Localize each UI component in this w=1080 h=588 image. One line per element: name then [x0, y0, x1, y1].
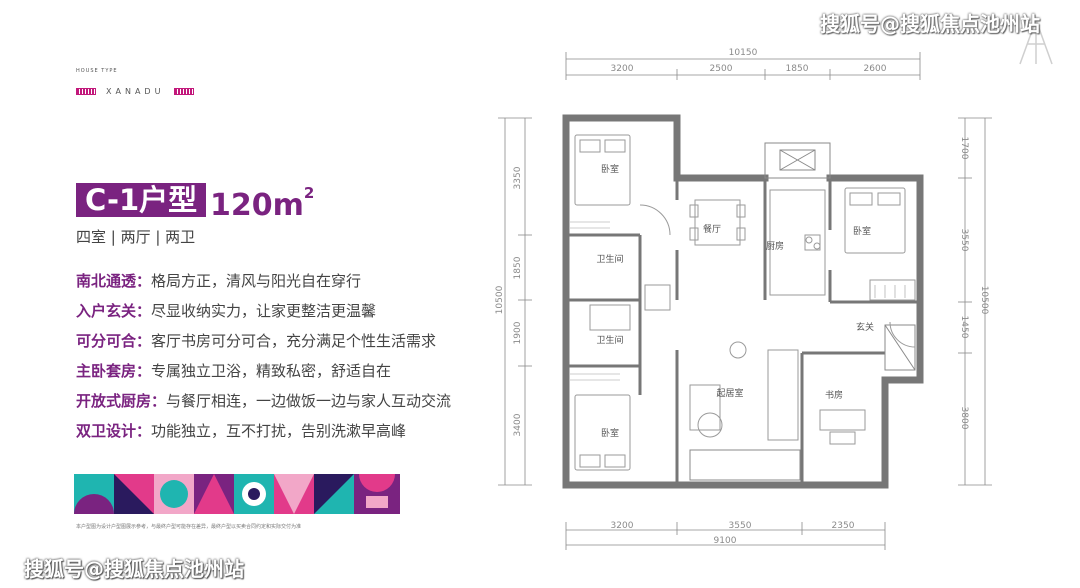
room-label-foyer: 玄关 [856, 321, 874, 333]
feature-value: 格局方正，清风与阳光自在穿行 [151, 272, 362, 290]
dim-top: 2500 [710, 64, 733, 74]
feature-key: 开放式厨房： [76, 392, 167, 410]
dim-right-total: 10500 [979, 286, 989, 315]
dim-top-total: 10150 [729, 48, 758, 58]
dim-left: 1900 [513, 321, 523, 344]
feature-key: 双卫设计： [76, 422, 152, 440]
feature-item: 双卫设计：功能独立，互不打扰，告别洗漱早高峰 [76, 416, 451, 446]
room-label-bedroom: 卧室 [601, 163, 619, 175]
area-value: 120m [210, 188, 304, 223]
feature-key: 主卧套房： [76, 362, 152, 380]
feature-list: 南北通透：格局方正，清风与阳光自在穿行 入户玄关：尽显收纳实力，让家更整洁更温馨… [76, 266, 451, 446]
dim-right: 3800 [959, 407, 969, 430]
dim-top: 3200 [611, 64, 634, 74]
room-label-living: 起居室 [716, 387, 743, 399]
room-label-study: 书房 [825, 389, 843, 401]
dim-right: 1450 [959, 316, 969, 339]
feature-key: 入户玄关： [76, 302, 152, 320]
feature-item: 开放式厨房：与餐厅相连，一边做饭一边与家人互动交流 [76, 386, 451, 416]
room-summary: 四室 | 两厅 | 两卫 [76, 228, 196, 246]
room-label-bedroom: 卧室 [853, 225, 871, 237]
feature-item: 入户玄关：尽显收纳实力，让家更整洁更温馨 [76, 296, 451, 326]
feature-value: 尽显收纳实力，让家更整洁更温馨 [151, 302, 377, 320]
feature-item: 主卧套房：专属独立卫浴，精致私密，舒适自在 [76, 356, 451, 386]
room-label-bathroom: 卫生间 [596, 253, 623, 265]
feature-value: 客厅书房可分可合，充分满足个性生活需求 [151, 332, 437, 350]
brand-name: XANADU [106, 86, 165, 96]
feature-value: 专属独立卫浴，精致私密，舒适自在 [151, 362, 392, 380]
feature-value: 功能独立，互不打扰，告别洗漱早高峰 [151, 422, 407, 440]
feature-value: 与餐厅相连，一边做饭一边与家人互动交流 [166, 392, 452, 410]
unit-area: 120m2 [210, 180, 314, 225]
feature-key: 可分可合： [76, 332, 152, 350]
dim-top: 1850 [786, 64, 809, 74]
watermark-bottom: 搜狐号@搜狐焦点池州站 [24, 557, 244, 581]
dim-right: 3550 [959, 229, 969, 252]
feature-item: 可分可合：客厅书房可分可合，充分满足个性生活需求 [76, 326, 451, 356]
feature-key: 南北通透： [76, 272, 152, 290]
watermark-top: 搜狐号@搜狐焦点池州站 [820, 12, 1040, 36]
dim-left: 1850 [513, 256, 523, 279]
area-superscript: 2 [303, 184, 315, 202]
dim-bottom: 3200 [611, 521, 634, 531]
disclaimer-text: 本户型图为设计户型图展示参考，与最终户型可能存在差异，最终户型以买卖合同约定和实… [76, 524, 302, 530]
room-label-kitchen: 厨房 [766, 240, 784, 252]
dim-left: 3400 [513, 413, 523, 436]
brand-bar-left [76, 87, 96, 95]
floor-plan: 10150 3200 2500 1850 2600 3200 3550 2350… [495, 48, 992, 550]
brand-bar-right [174, 87, 195, 95]
dim-left-total: 10500 [495, 285, 505, 314]
brand-logo-icon [1019, 17, 1053, 65]
dim-bottom: 3550 [729, 521, 752, 531]
unit-type-title: C-1户型 [76, 183, 207, 217]
room-label-bedroom: 卧室 [601, 427, 619, 439]
room-label-dining: 餐厅 [703, 223, 721, 235]
dim-bottom: 2350 [832, 521, 855, 531]
decorative-mosaic [74, 474, 400, 514]
dim-top: 2600 [864, 64, 887, 74]
feature-item: 南北通透：格局方正，清风与阳光自在穿行 [76, 266, 451, 296]
dim-right: 1700 [959, 137, 969, 160]
house-type-label: HOUSE TYPE [76, 68, 118, 74]
brand-row: XANADU [76, 86, 195, 96]
dim-bottom-total: 9100 [714, 536, 737, 546]
dim-left: 3350 [513, 166, 523, 189]
room-label-bathroom: 卫生间 [596, 334, 623, 346]
